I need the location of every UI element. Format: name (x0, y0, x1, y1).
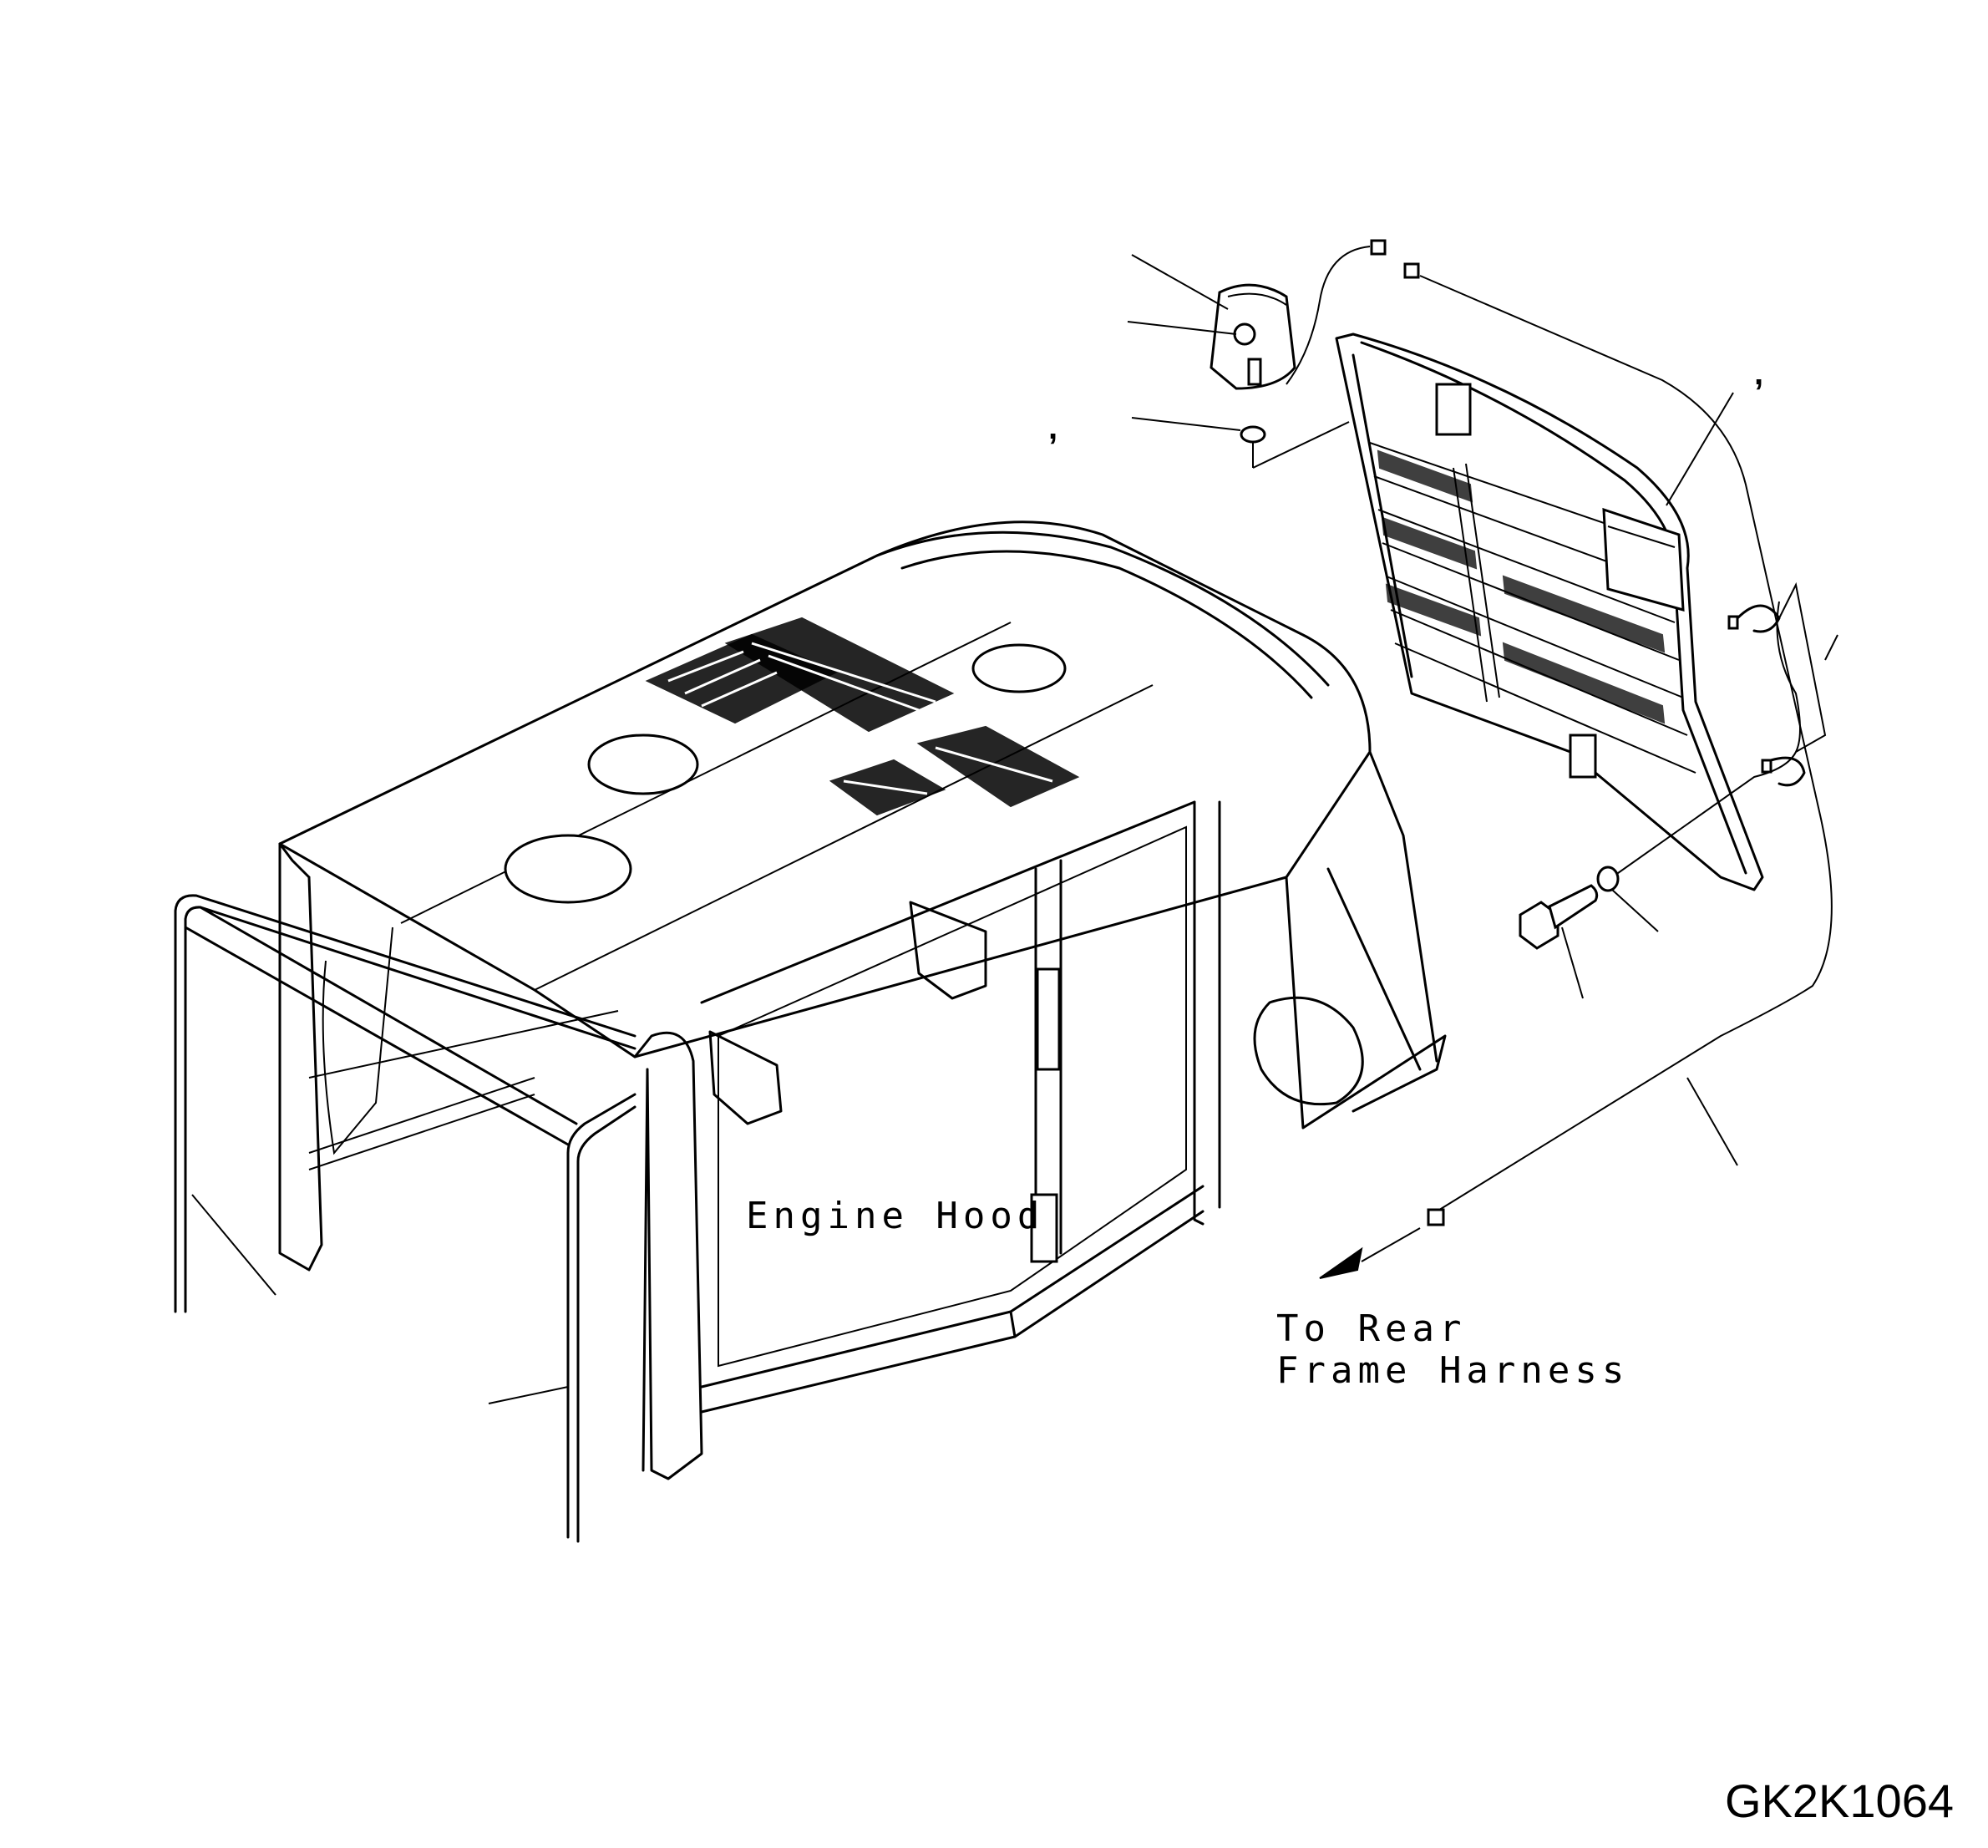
leader-clamps (1778, 581, 1838, 753)
leader-bolt (1561, 927, 1584, 999)
leader-grille (1666, 392, 1734, 506)
leader-washer (1611, 889, 1659, 932)
leader-lamp-4 (1252, 421, 1350, 469)
leader-seal-frame-1 (191, 1194, 276, 1296)
frame-harness-label: Frame Harness (1276, 1349, 1629, 1392)
side-cover-cutout (1253, 996, 1364, 1106)
engine-hood-body (278, 520, 1447, 1480)
harness-wire-branch (1611, 601, 1801, 878)
drawing-code: GK2K1064 (1725, 1774, 1954, 1827)
engine-hood-label: Engine Hood (746, 1195, 1044, 1237)
leader-lamp-3 (1131, 417, 1241, 431)
top-vent-grilles (504, 617, 1080, 904)
to-rear-label: To Rear (1276, 1307, 1466, 1350)
leader-lamp-1 (1131, 254, 1229, 310)
bolt (1519, 884, 1599, 950)
lamp-wire (1286, 246, 1371, 385)
arrow-head (1319, 1246, 1363, 1279)
comma-mark-right: , (1754, 355, 1763, 392)
leader-seal-frame-2 (488, 1386, 569, 1404)
seal-frame (174, 894, 636, 1543)
connector-1 (1370, 239, 1387, 256)
lamp-assembly (1210, 283, 1296, 444)
comma-mark-left: , (1048, 409, 1057, 446)
connector-3 (1427, 1208, 1445, 1226)
connector-2 (1403, 262, 1420, 279)
harness-wire (1419, 275, 1833, 1212)
leader-lamp-2 (1127, 321, 1237, 335)
washer (1596, 866, 1620, 892)
leader-harness (1686, 1077, 1738, 1166)
grille-assembly (1335, 333, 1764, 891)
arrow-to-rear (1361, 1227, 1421, 1262)
